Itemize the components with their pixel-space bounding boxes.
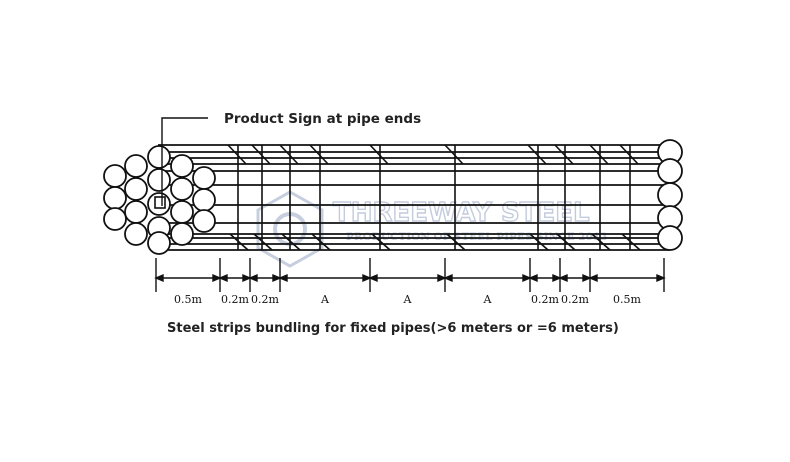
pipe-end-circle [124, 154, 148, 178]
segment-label: A [320, 293, 330, 306]
dimension-arrow [443, 273, 453, 283]
strip-band [227, 144, 247, 165]
pipe-end-circle [170, 177, 194, 201]
product-sign-label: Product Sign at pipe ends [224, 111, 421, 127]
pipe-end-circle [147, 168, 171, 192]
dimension-arrow [558, 273, 568, 283]
dimension-arrow [248, 273, 258, 283]
diagram-caption: Steel strips bundling for fixed pipes(>6… [167, 321, 619, 336]
dimension-arrow [278, 273, 288, 283]
strip-band [619, 144, 639, 165]
watermark-tagline: PRODUCTION OF STEEL PIPES SINCE 2013 [346, 231, 608, 243]
strip-band [311, 233, 331, 251]
segment-label: 0.2m [531, 293, 559, 306]
strip-band [527, 144, 547, 165]
segment-label: 0.5m [174, 293, 202, 306]
dimension-arrow [528, 273, 538, 283]
dimension-arrow [582, 273, 592, 283]
sign-leader-line [161, 117, 208, 206]
dimension-arrow [154, 273, 164, 283]
strip-band [281, 233, 301, 251]
pipe-end-circle [170, 154, 194, 178]
dimension-arrow [437, 273, 447, 283]
strip-band [444, 144, 464, 165]
pipe-lines [158, 144, 670, 251]
pipe-end-circle [192, 188, 216, 212]
strip-band [253, 233, 273, 251]
pipe-end-circle [103, 207, 127, 231]
strip-band [556, 233, 576, 251]
pipe-right-end [657, 158, 683, 184]
dimension-arrow [272, 273, 282, 283]
dimension-arrow [218, 273, 228, 283]
steel-strips [227, 144, 641, 251]
dimension-arrow [212, 273, 222, 283]
strip-band [554, 144, 574, 165]
pipe-end-circle [170, 222, 194, 246]
dimension-arrow [588, 273, 598, 283]
product-sign-icon [154, 196, 166, 209]
pipe-end-circle [170, 200, 194, 224]
strip-band [446, 233, 466, 251]
segment-label: A [483, 293, 493, 306]
strip-band [621, 233, 641, 251]
pipe-end-circle [192, 209, 216, 233]
dimension-arrow [362, 273, 372, 283]
segment-label: A [403, 293, 413, 306]
pipe-right-ends [657, 139, 683, 251]
pipe-right-end [657, 225, 683, 251]
pipe-end-circle [124, 177, 148, 201]
strip-band [371, 233, 391, 251]
watermark: THREEWAY STEEL PRODUCTION OF STEEL PIPES… [256, 190, 608, 268]
pipe-end-circle [192, 166, 216, 190]
dimension-arrow [522, 273, 532, 283]
segment-label: 0.5m [613, 293, 641, 306]
pipe-end-circle [124, 222, 148, 246]
strip-band [529, 233, 549, 251]
strip-band [279, 144, 299, 165]
segment-label: 0.2m [221, 293, 249, 306]
dimension-arrow [552, 273, 562, 283]
strip-band [591, 233, 611, 251]
strip-band [309, 144, 329, 165]
pipe-end-circle [103, 164, 127, 188]
pipe-end-circle [103, 186, 127, 210]
strip-band [369, 144, 389, 165]
pipe-right-end [657, 182, 683, 208]
segment-label: 0.2m [251, 293, 279, 306]
strip-band [229, 233, 249, 251]
segment-label: 0.2m [561, 293, 589, 306]
pipe-end-circle [147, 231, 171, 255]
strip-band [251, 144, 271, 165]
strip-band [589, 144, 609, 165]
dimension-arrow [368, 273, 378, 283]
pipe-end-circle [147, 145, 171, 169]
dimension-arrow [242, 273, 252, 283]
dimension-arrow [656, 273, 666, 283]
pipe-end-circle [124, 200, 148, 224]
